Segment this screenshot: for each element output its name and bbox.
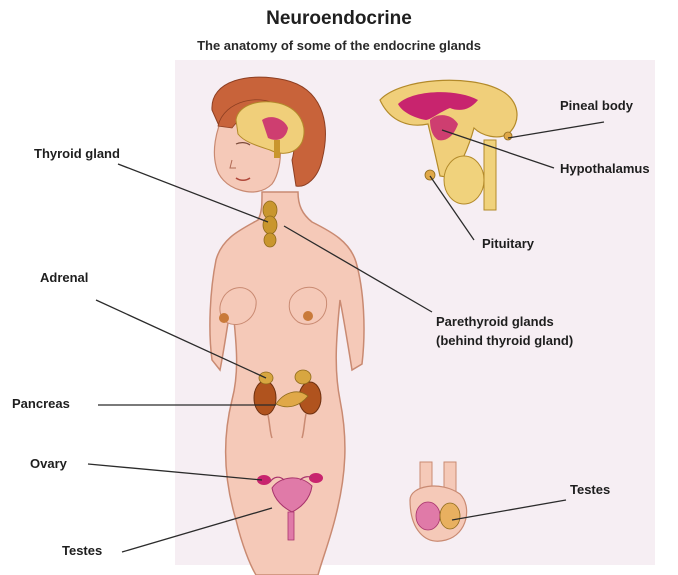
brainstem-section (484, 140, 496, 210)
label-adrenal: Adrenal (40, 270, 88, 286)
kidney-left (254, 381, 276, 415)
thyroid-gland (263, 201, 277, 247)
diagram-title: Neuroendocrine (0, 8, 678, 30)
cervix (288, 512, 294, 540)
label-pituitary: Pituitary (482, 236, 534, 252)
testis-right (440, 503, 460, 529)
diagram-subtitle: The anatomy of some of the endocrine gla… (0, 38, 678, 53)
brainstem (274, 140, 280, 158)
adrenal-gland-right (295, 370, 311, 384)
label-parathyroid-line2: (behind thyroid gland) (436, 333, 573, 349)
label-pineal-body: Pineal body (560, 98, 633, 114)
label-testes-right: Testes (570, 482, 610, 498)
label-hypothalamus: Hypothalamus (560, 161, 650, 177)
label-testes-left: Testes (62, 543, 102, 559)
nipple-left (219, 313, 229, 323)
label-ovary: Ovary (30, 456, 67, 472)
cerebellum-section (444, 156, 484, 204)
label-thyroid-gland: Thyroid gland (34, 146, 120, 162)
testis-left (416, 502, 440, 530)
label-parathyroid-line1: Parethyroid glands (436, 314, 554, 330)
label-pancreas: Pancreas (12, 396, 70, 412)
nipple-right (303, 311, 313, 321)
pineal-gland (504, 132, 512, 140)
pituitary-gland (425, 170, 435, 180)
